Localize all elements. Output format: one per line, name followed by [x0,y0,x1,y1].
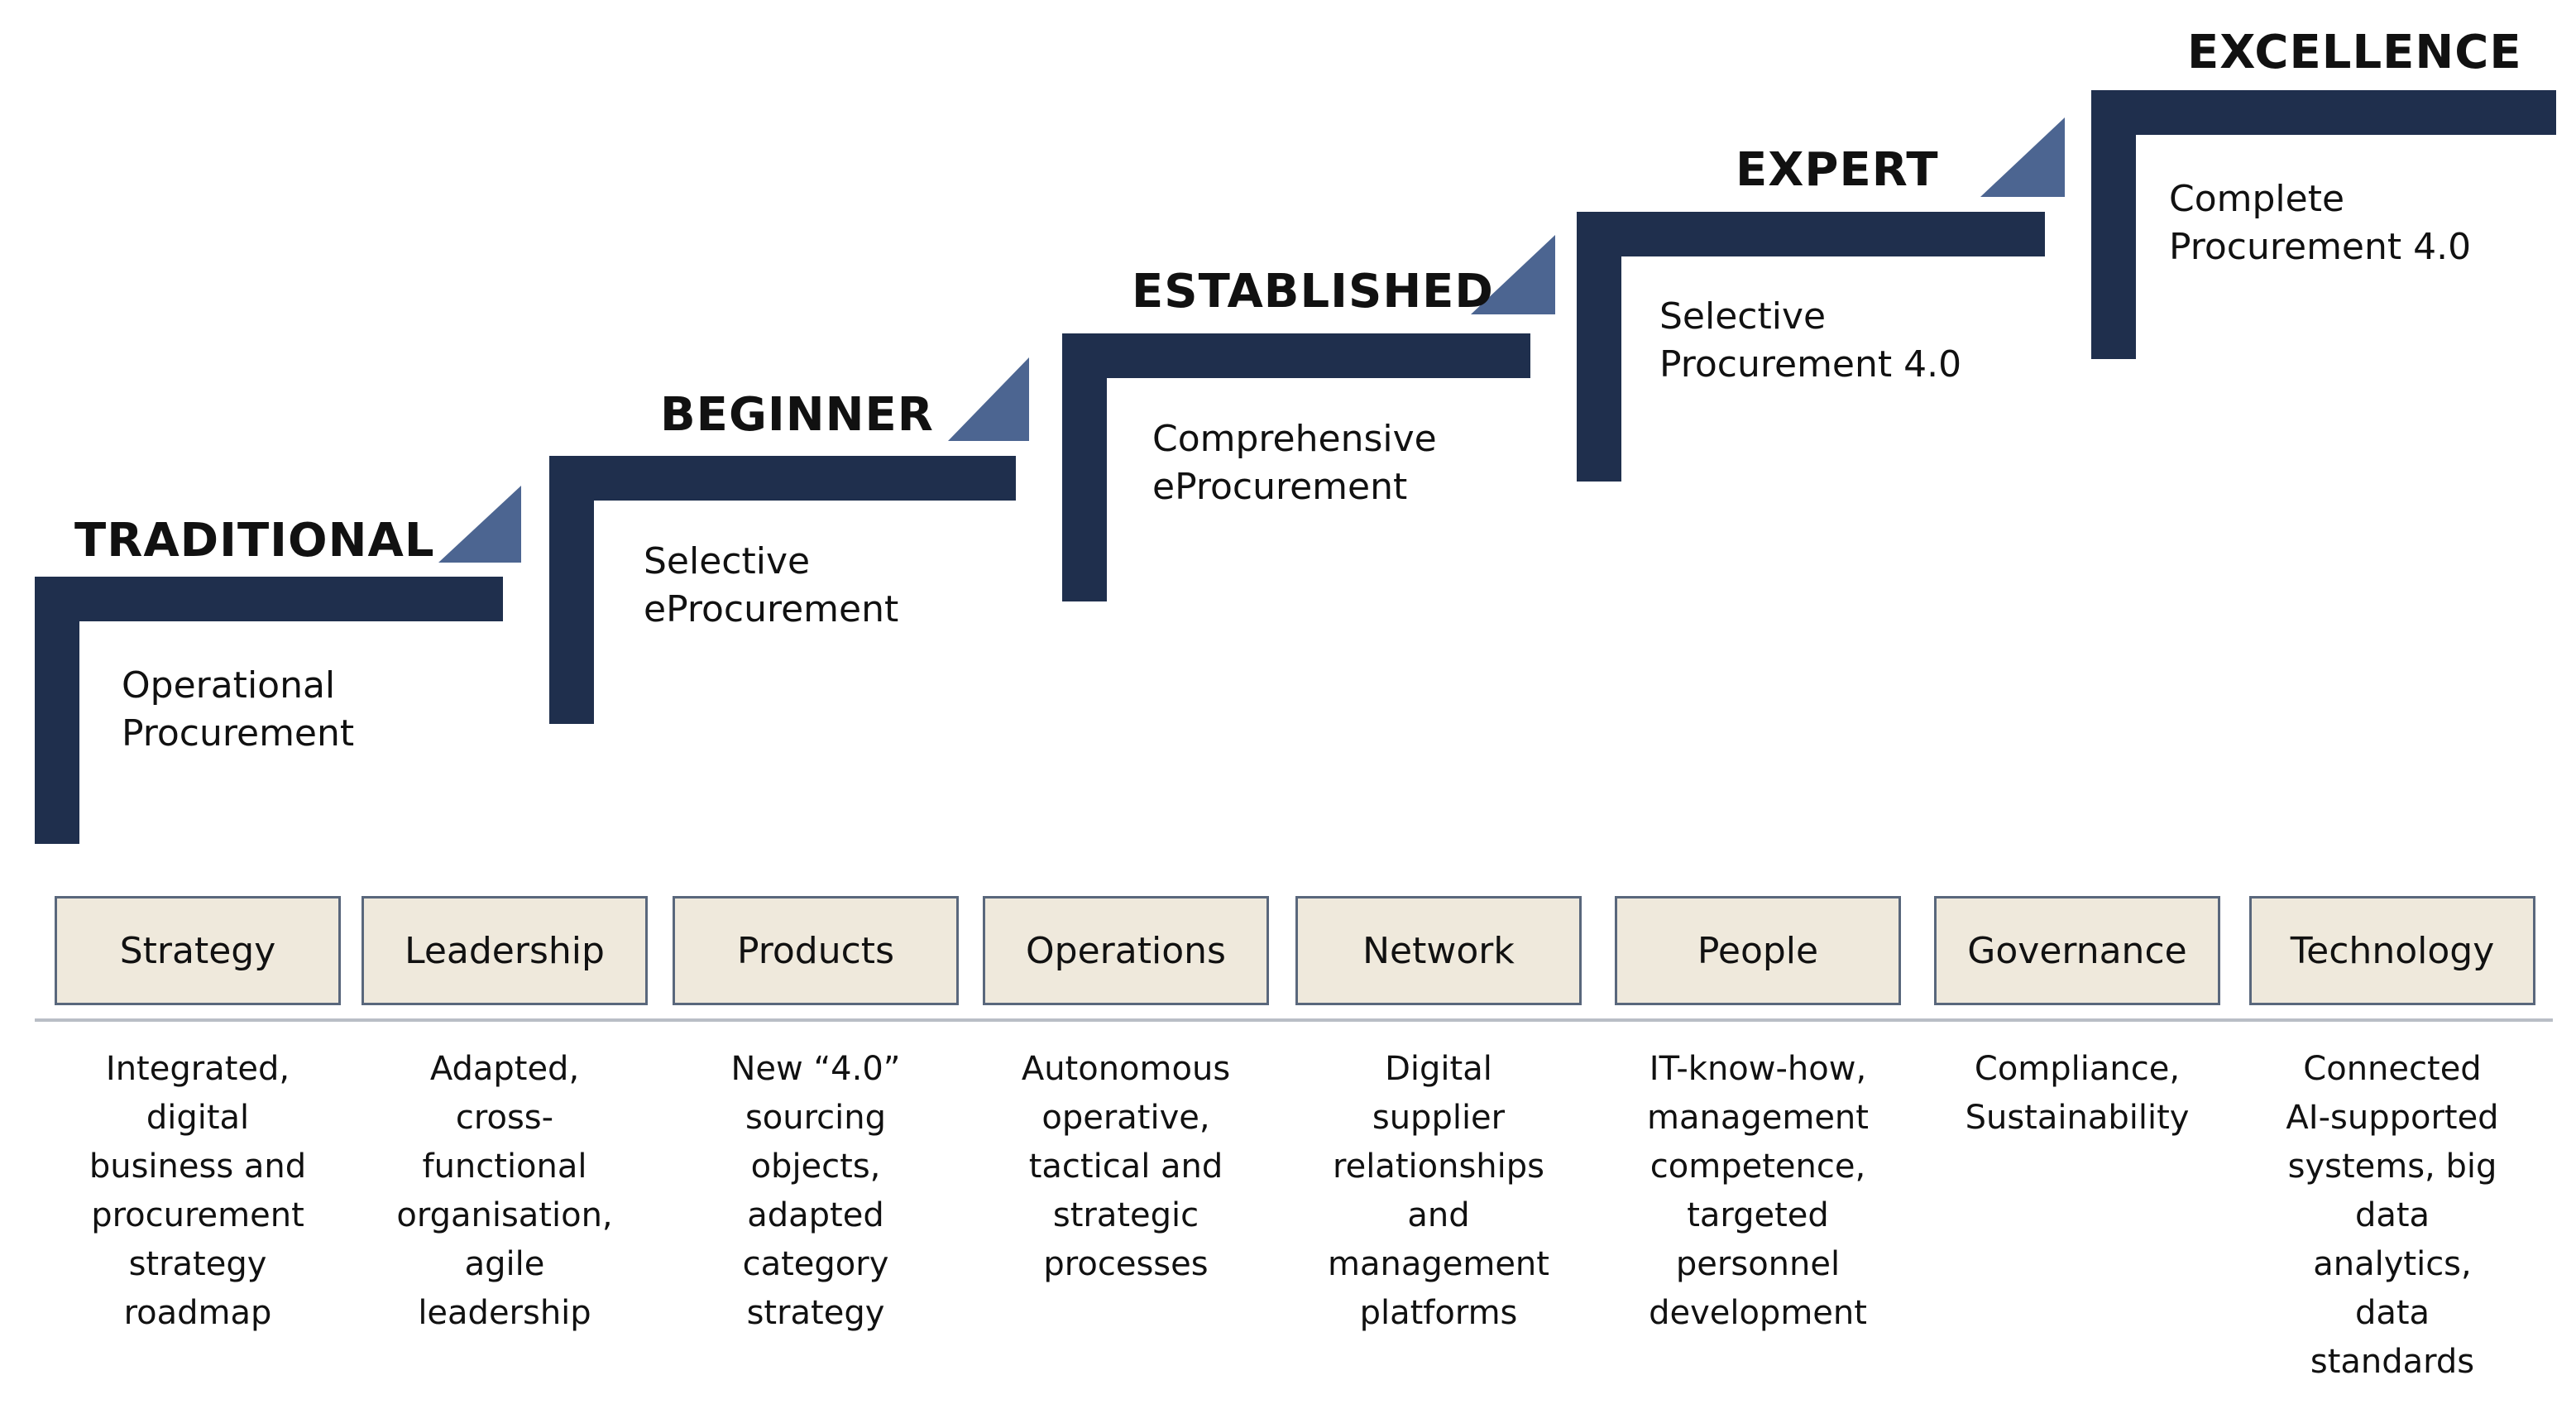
category-description-line: organisation, [396,1196,613,1234]
step-4-vertical-bar [1577,212,1621,482]
category-description-line: Integrated, [105,1050,290,1088]
step-3-title: ESTABLISHED [1132,265,1494,319]
step-5-title: EXCELLENCE [2187,26,2522,79]
category-network-description: Digital supplier relationships and managemen… [1306,1045,1571,1338]
step-4-description-line: Procurement 4.0 [1659,343,1962,386]
category-description-line: agile [464,1245,545,1283]
step-2-triangle [948,357,1029,441]
category-description-line: category [742,1245,889,1283]
step-2-description-line: eProcurement [644,588,899,630]
category-description-line: strategy [746,1294,885,1332]
step-1-horizontal-bar [35,577,503,621]
category-network-box: Network [1295,896,1582,1005]
category-governance-description: Compliance, Sustainability [1945,1045,2210,1143]
step-5-vertical-bar [2091,90,2136,359]
category-description-line: data [2354,1196,2430,1234]
category-description-line: adapted [747,1196,884,1234]
category-leadership-box: Leadership [362,896,648,1005]
category-description-line: roadmap [123,1294,272,1332]
category-description-line: Sustainability [1965,1099,2190,1137]
step-1-triangle [438,486,521,563]
step-2-vertical-bar [549,456,594,724]
category-products-box: Products [673,896,959,1005]
category-description-line: systems, big [2287,1148,2497,1186]
category-description-line: operative, [1041,1099,1210,1137]
category-description-line: IT-know-how, [1649,1050,1867,1088]
category-description-line: processes [1043,1245,1209,1283]
category-description-line: Compliance, [1974,1050,2181,1088]
category-operations-description: Autonomous operative, tactical and strategi… [994,1045,1258,1289]
category-description-line: tactical and [1028,1148,1223,1186]
category-description-line: sourcing [745,1099,887,1137]
category-description-line: standards [2310,1343,2475,1381]
category-description-line: digital [146,1099,250,1137]
category-description-line: New “4.0” [730,1050,901,1088]
category-description-line: competence, [1650,1148,1866,1186]
category-description-line: objects, [750,1148,881,1186]
category-description-line: targeted [1687,1196,1829,1234]
step-3-description: Comprehensive eProcurement [1152,415,1437,511]
category-description-line: functional [422,1148,587,1186]
category-description-line: Digital [1385,1050,1492,1088]
category-description-line: platforms [1359,1294,1518,1332]
step-5-description-line: Procurement 4.0 [2169,226,2472,268]
step-2-horizontal-bar [549,456,1016,501]
step-4-description-line: Selective [1659,295,1827,338]
category-operations-box: Operations [983,896,1269,1005]
step-3-horizontal-bar [1062,333,1530,378]
step-2-title: BEGINNER [660,388,934,442]
step-4-triangle [1980,117,2065,197]
step-3-description-line: Comprehensive [1152,418,1437,460]
step-2-description: Selective eProcurement [644,538,898,634]
divider-line [35,1018,2553,1022]
category-description-line: AI-supported [2286,1099,2499,1137]
step-1-title: TRADITIONAL [74,514,435,568]
category-description-line: management [1328,1245,1549,1283]
category-people-description: IT-know-how, management competence, targete… [1626,1045,1890,1338]
category-description-line: management [1647,1099,1869,1137]
category-description-line: procurement [91,1196,304,1234]
category-description-line: Autonomous [1021,1050,1231,1088]
category-description-line: and [1407,1196,1470,1234]
category-description-line: leadership [418,1294,591,1332]
step-3-vertical-bar [1062,333,1107,601]
category-description-line: data [2354,1294,2430,1332]
category-description-line: Connected [2303,1050,2482,1088]
category-description-line: development [1649,1294,1867,1332]
step-5-description-line: Complete [2169,178,2345,220]
category-description-line: personnel [1675,1245,1841,1283]
category-technology-box: Technology [2249,896,2535,1005]
step-4-title: EXPERT [1736,143,1939,197]
step-1-description-line: Operational [122,664,336,707]
step-1-description-line: Procurement [122,712,355,755]
step-2-description-line: Selective [644,540,811,582]
category-description-line: cross- [455,1099,554,1137]
category-description-line: supplier [1372,1099,1506,1137]
category-description-line: relationships [1333,1148,1544,1186]
category-people-box: People [1615,896,1901,1005]
category-strategy-description: Integrated, digital business and procuremen… [65,1045,330,1338]
step-3-triangle [1471,235,1555,314]
category-governance-box: Governance [1934,896,2220,1005]
category-description-line: strategic [1052,1196,1199,1234]
category-leadership-description: Adapted, cross-functional organisation, agi… [372,1045,637,1338]
category-description-line: analytics, [2313,1245,2472,1283]
category-description-line: Adapted, [429,1050,580,1088]
step-3-description-line: eProcurement [1152,466,1408,508]
category-strategy-box: Strategy [55,896,341,1005]
category-description-line: business and [89,1148,307,1186]
step-4-horizontal-bar [1577,212,2045,256]
category-description-line: strategy [128,1245,267,1283]
category-products-description: New “4.0” sourcing objects, adapted category… [683,1045,948,1338]
step-5-horizontal-bar [2091,90,2556,135]
